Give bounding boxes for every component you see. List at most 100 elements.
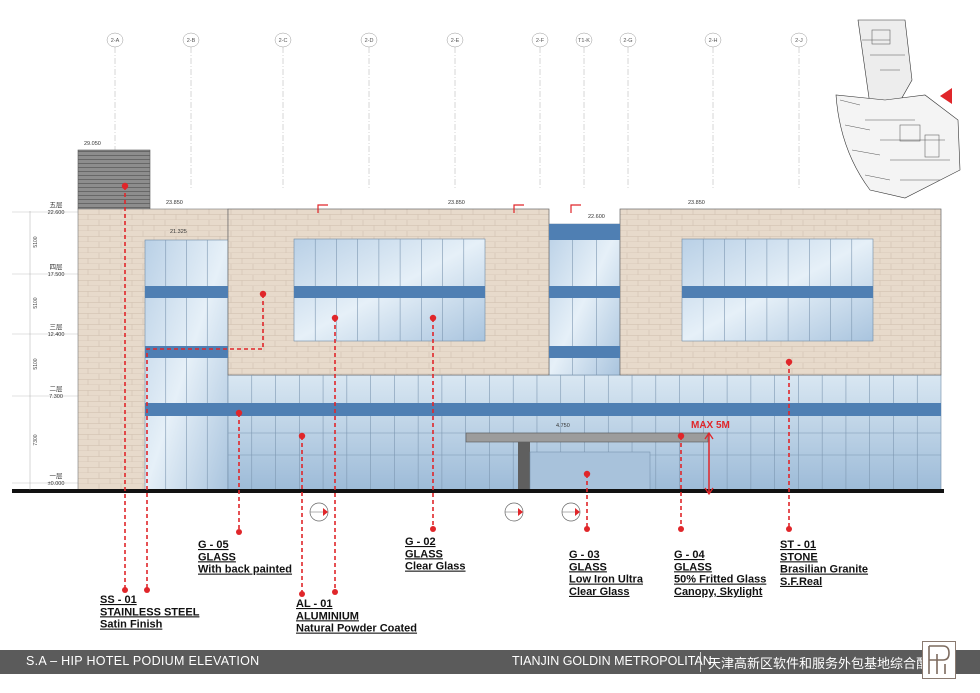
dim-tower: 29.050 [84,141,101,147]
grid-label: 2-A [111,38,120,44]
leader-dot [785,358,793,366]
material-name: GLASS [569,561,607,573]
grid-label: 2-B [187,38,196,44]
grid-bubble [106,32,124,48]
section-marker-arrow-icon [323,508,328,516]
material-name: ALUMINIUM [296,610,359,622]
material-desc: Canopy, Skylight [674,586,763,598]
spandrel-band [549,286,620,298]
leader-dot [235,409,243,417]
ground-line [12,489,944,493]
dimension-labels: 29.050 23.850 21.325 23.850 22.600 23.85… [84,141,705,429]
grid-label: 2-H [709,38,718,44]
leader-end-dot [678,526,684,532]
material-desc: Clear Glass [569,586,630,598]
material-name: STAINLESS STEEL [100,606,200,618]
spandrel-band [294,286,485,298]
grid-bubble [790,32,808,48]
key-plan [835,19,961,199]
material-code: G - 05 [198,539,229,551]
material-desc: Satin Finish [100,619,163,631]
material-desc: Clear Glass [405,561,466,573]
grid-label: 2-G [623,38,632,44]
material-name: GLASS [674,561,712,573]
project-name-chinese: 天津高新区软件和服务外包基地综合配套区 [708,657,956,672]
entrance-door [529,451,651,491]
section-marker-arrow-icon [575,508,580,516]
project-name: TIANJIN GOLDIN METROPOLITAN [512,654,712,668]
footer-divider [700,652,701,672]
spandrel-band [228,403,941,416]
grid-label: T1-K [578,38,590,44]
leader-dot [677,432,685,440]
leader-end-dot [122,587,128,593]
floor-label: 五层 [50,201,64,209]
dim-bay-left: 23.850 [166,200,183,206]
max-height-marker: MAX 5M [691,420,730,496]
leader-end-dot [430,526,436,532]
material-desc: 50% Fritted Glass [674,574,766,586]
floor-height: 5100 [33,236,39,247]
floor-level: 7.300 [49,394,63,400]
floor-level: ±0.000 [48,481,65,487]
leader-end-dot [584,526,590,532]
leader-end-dot [236,529,242,535]
grid-label: 2-J [795,38,803,44]
leader-end-dot [299,591,305,597]
grid-bubble [182,32,200,48]
material-code: ST - 01 [780,539,816,551]
leader-dot [259,290,267,298]
material-desc: Low Iron Ultra [569,574,644,586]
tower-louver [77,149,151,210]
floor-height: 5100 [33,297,39,308]
building [77,149,942,491]
dim-bay-right: 23.850 [688,200,705,206]
grid-label: 2-F [536,38,545,44]
material-desc: With back painted [198,564,292,576]
material-desc: Natural Powder Coated [296,623,417,635]
floor-label: 二层 [50,385,64,393]
dim-level-center: 22.600 [588,214,605,220]
dim-level-left: 21.325 [170,229,187,235]
entrance-canopy [465,432,709,443]
grid-label: 2-D [365,38,374,44]
footer: S.A – HIP HOTEL PODIUM ELEVATION TIANJIN… [0,641,980,693]
floor-level: 22.600 [48,210,65,216]
spandrel-band [682,286,873,298]
dim-bay-center: 23.850 [448,200,465,206]
entrance-canopy-support [518,442,530,490]
spandrel-band [549,224,620,240]
spandrel-band [549,346,620,358]
floor-height: 7300 [33,434,39,445]
leader-dot [121,182,129,190]
leader-end-dot [144,587,150,593]
leader-end-dot [332,589,338,595]
floor-height: 5100 [33,358,39,369]
grid-bubble [619,32,637,48]
leader-end-dot [786,526,792,532]
floor-level: 17.500 [48,272,65,278]
material-code: G - 03 [569,549,600,561]
grid-bubble [446,32,464,48]
material-desc: S.F.Real [780,576,822,588]
grid-bubble [274,32,292,48]
grid-label: 2-C [279,38,288,44]
section-marker-arrow-icon [518,508,523,516]
material-desc: Brasilian Granite [780,564,868,576]
floor-level: 12.400 [48,332,65,338]
material-code: G - 04 [674,549,705,561]
dim-canopy: 4.750 [556,423,570,429]
grid-bubble [575,32,593,48]
max-height-label: MAX 5M [691,420,730,431]
firm-logo-icon [922,641,956,679]
drawing-title: S.A – HIP HOTEL PODIUM ELEVATION [26,654,260,668]
leader-line [146,294,264,588]
spandrel-band [145,403,228,416]
